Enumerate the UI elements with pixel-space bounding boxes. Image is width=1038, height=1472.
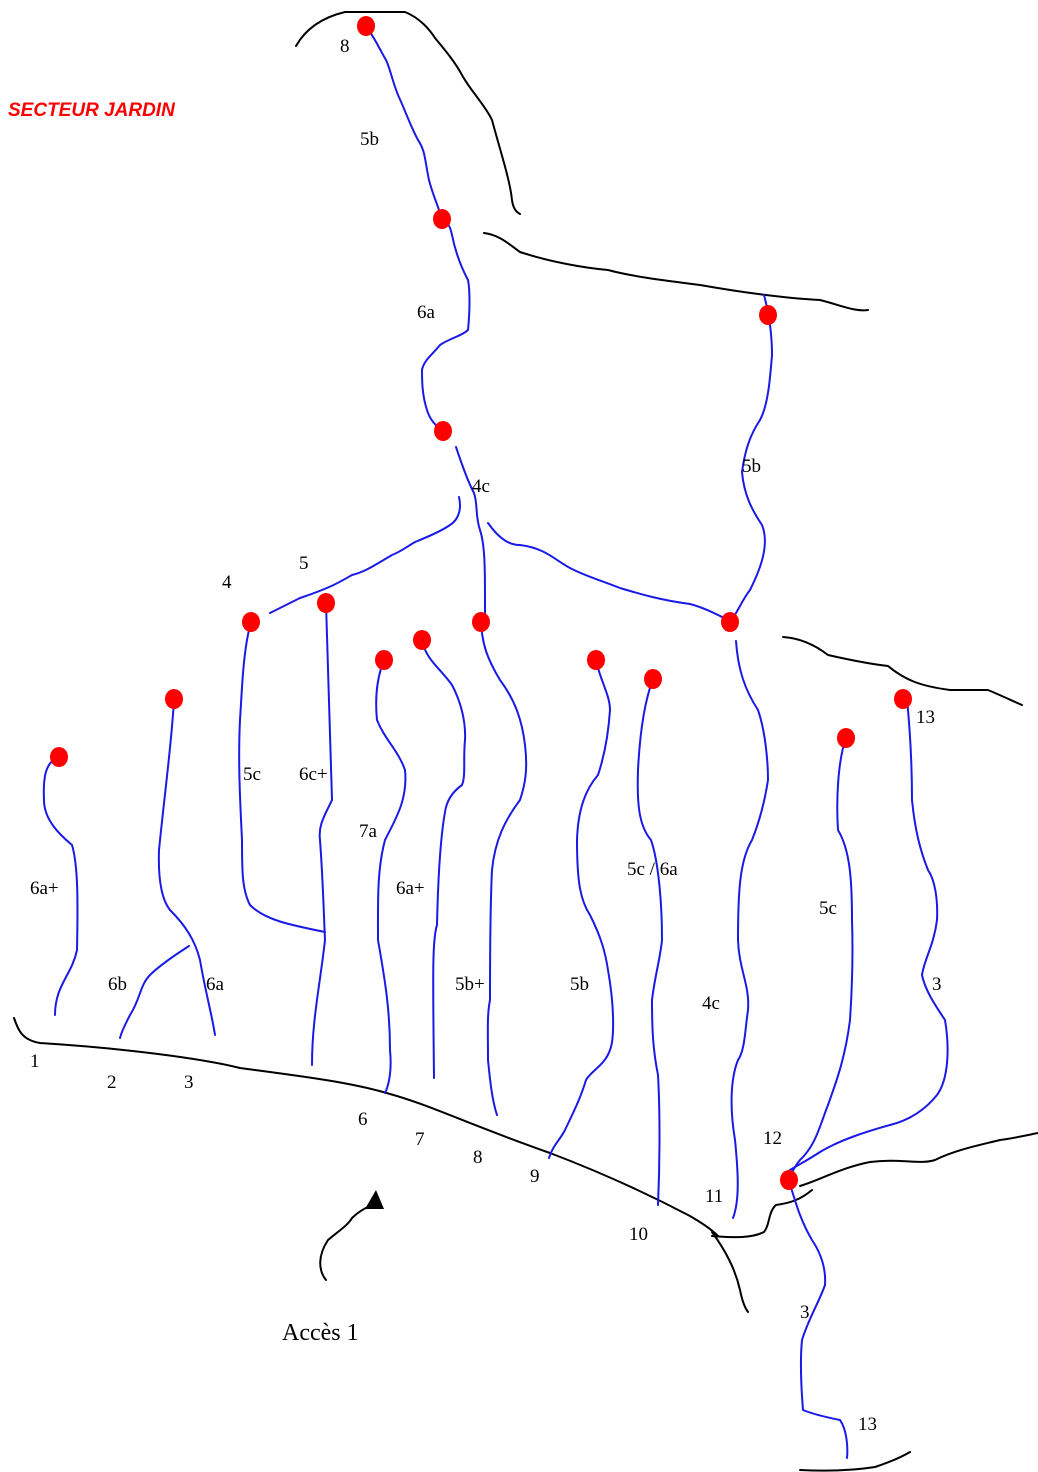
anchor-dot bbox=[837, 728, 855, 748]
anchor-dot bbox=[759, 305, 777, 325]
route-line-3-lower bbox=[788, 1180, 849, 1459]
anchor-dot bbox=[644, 669, 662, 689]
route-line-6a-plus-center bbox=[421, 639, 467, 1079]
route-numbers: 1 2 3 4 5 6 7 8 8 9 10 11 12 13 13 bbox=[30, 36, 935, 1435]
route-grade: 4c bbox=[472, 476, 490, 497]
anchor-dot bbox=[780, 1170, 798, 1190]
route-line-5b-upper bbox=[365, 25, 443, 220]
route-line-4c-upper bbox=[455, 446, 486, 621]
route-line-traverse-right bbox=[487, 522, 729, 621]
route-number: 7 bbox=[415, 1129, 425, 1150]
route-number: 12 bbox=[763, 1128, 782, 1149]
anchor-dot bbox=[433, 209, 451, 229]
route-grades: 6a+ 6b 6a 5c 6c+ 7a 6a+ 5b+ 5b 5c / 6a 4… bbox=[30, 129, 942, 1323]
anchor-dot bbox=[413, 630, 431, 650]
anchor-dot bbox=[434, 421, 452, 441]
route-number: 13 bbox=[916, 707, 935, 728]
anchor-dot bbox=[242, 612, 260, 632]
route-line-5c-left bbox=[238, 621, 326, 933]
route-line-5c-6a bbox=[636, 678, 663, 1206]
route-line-4c-lower bbox=[730, 640, 769, 1219]
route-grade: 7a bbox=[359, 821, 378, 842]
route-number: 8 bbox=[473, 1147, 483, 1168]
route-line-7a bbox=[375, 659, 407, 1094]
rock-top-left bbox=[295, 11, 521, 215]
access-label: Accès 1 bbox=[282, 1320, 359, 1346]
route-line-6a-upper bbox=[421, 218, 471, 432]
route-line-5b-center bbox=[548, 659, 615, 1159]
rock-middle-ledge bbox=[483, 232, 869, 312]
route-grade: 6c+ bbox=[299, 764, 328, 785]
rock-right-ledge bbox=[799, 1132, 1038, 1187]
anchor-dot bbox=[317, 593, 335, 613]
route-line-5c-right bbox=[788, 737, 854, 1179]
route-grade: 3 bbox=[800, 1302, 810, 1323]
route-grade: 3 bbox=[932, 974, 942, 995]
route-number: 3 bbox=[184, 1072, 194, 1093]
route-line-6a-right bbox=[157, 698, 216, 1036]
access-arrow-head bbox=[365, 1190, 384, 1209]
route-number: 13 bbox=[858, 1414, 877, 1435]
route-number: 11 bbox=[705, 1186, 723, 1207]
route-grade: 6a bbox=[206, 974, 225, 995]
rock-right-ledge-upper bbox=[782, 636, 1023, 706]
anchors bbox=[50, 16, 912, 1190]
route-grade: 5c bbox=[819, 898, 837, 919]
anchor-dot bbox=[165, 689, 183, 709]
anchor-dot bbox=[357, 16, 375, 36]
route-line-5b-right bbox=[729, 294, 773, 623]
anchor-dot bbox=[375, 650, 393, 670]
route-number: 2 bbox=[107, 1072, 117, 1093]
route-grade: 6a bbox=[417, 302, 436, 323]
route-grade: 5b bbox=[742, 456, 761, 477]
route-number: 10 bbox=[629, 1224, 648, 1245]
route-grade: 5b+ bbox=[455, 974, 485, 995]
route-grade: 4c bbox=[702, 993, 720, 1014]
route-grade: 6b bbox=[108, 974, 127, 995]
route-line-3-upper bbox=[789, 698, 949, 1171]
anchor-dot bbox=[721, 612, 739, 632]
route-line-6b bbox=[119, 945, 190, 1039]
route-grade: 5c bbox=[243, 764, 261, 785]
route-number: 9 bbox=[530, 1166, 540, 1187]
route-grade: 5c / 6a bbox=[627, 859, 678, 880]
anchor-dot bbox=[587, 650, 605, 670]
route-number: 6 bbox=[358, 1109, 368, 1130]
route-grade: 5b bbox=[360, 129, 379, 150]
route-number: 8 bbox=[340, 36, 350, 57]
sector-title: SECTEUR JARDIN bbox=[8, 100, 175, 121]
route-number: 1 bbox=[30, 1051, 40, 1072]
route-number: 5 bbox=[299, 553, 309, 574]
rock-base-line bbox=[13, 1017, 719, 1237]
route-grade: 6a+ bbox=[30, 878, 59, 899]
rock-base-descent bbox=[711, 1231, 749, 1313]
access-arrow bbox=[319, 1190, 384, 1281]
route-grade: 5b bbox=[570, 974, 589, 995]
routes bbox=[42, 25, 949, 1459]
rock-bottom-right bbox=[799, 1451, 911, 1472]
route-line-6c-plus bbox=[311, 602, 333, 1066]
rock-base-connector bbox=[711, 1189, 813, 1239]
anchor-dot bbox=[50, 747, 68, 767]
anchor-dot bbox=[472, 612, 490, 632]
route-line-6a-plus-left bbox=[42, 756, 79, 1016]
route-line-5-traverse bbox=[269, 496, 461, 614]
anchor-dot bbox=[894, 689, 912, 709]
rock-lines bbox=[13, 11, 1038, 1472]
route-line-5b-plus bbox=[480, 621, 528, 1116]
access-arrow-line bbox=[319, 1204, 373, 1281]
route-number: 4 bbox=[222, 572, 232, 593]
route-grade: 6a+ bbox=[396, 878, 425, 899]
